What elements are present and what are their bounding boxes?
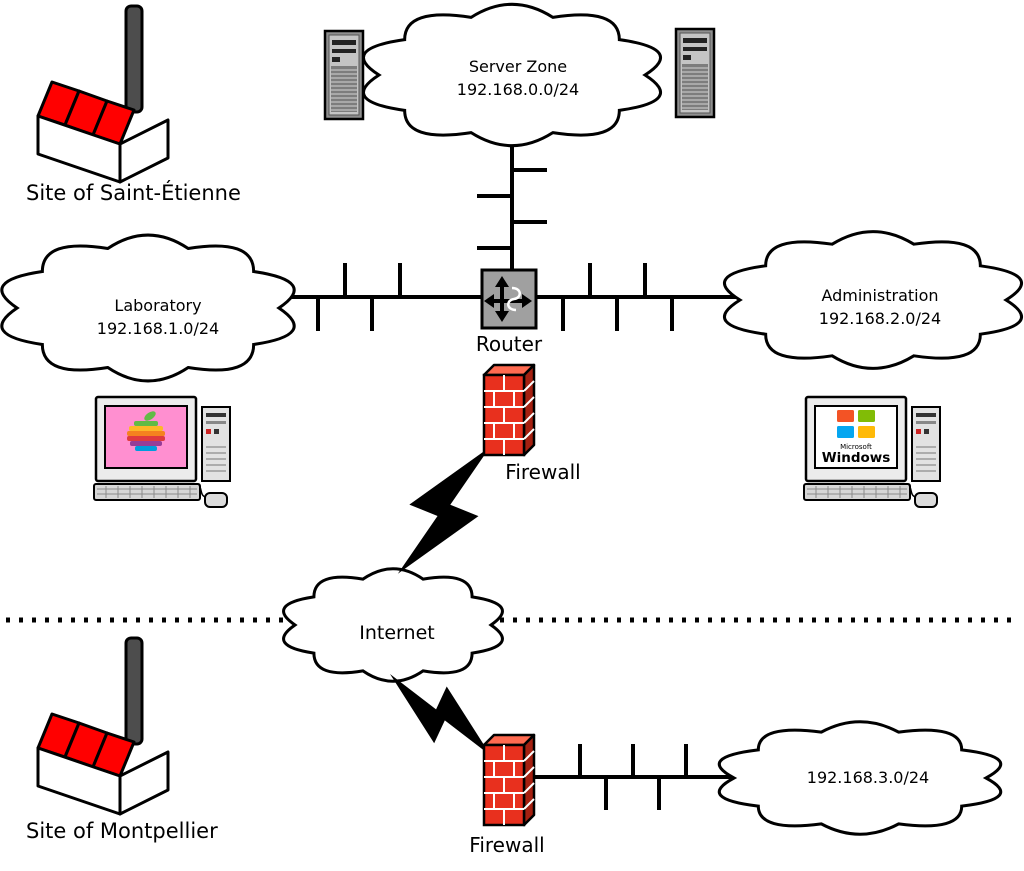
- montpellier-lan-cloud: 192.168.3.0/24: [717, 720, 1003, 836]
- firewall-montpellier-label: Firewall: [469, 833, 544, 857]
- windows-drive-slot: [916, 413, 936, 417]
- server-zone-link: [477, 134, 547, 273]
- windows-flag-icon: [837, 410, 875, 438]
- mac-drive-vents: [206, 446, 226, 472]
- server-zone-subnet: 192.168.0.0/24: [457, 80, 579, 99]
- laboratory-name: Laboratory: [114, 296, 201, 315]
- windows-drive-vents: [916, 446, 936, 472]
- administration-subnet: 192.168.2.0/24: [819, 309, 941, 328]
- administration-cloud: Administration 192.168.2.0/24: [723, 230, 1023, 370]
- montpellier-lan-subnet: 192.168.3.0/24: [807, 768, 929, 787]
- site-montpellier-label: Site of Montpellier: [26, 819, 218, 843]
- lightning-bolt-icon: [397, 447, 490, 574]
- internet-label: Internet: [359, 622, 434, 644]
- mac-drive-button: [206, 429, 211, 434]
- windows-drive-slot: [916, 421, 936, 424]
- mac-drive-slot: [206, 421, 226, 424]
- router: Router: [476, 268, 543, 356]
- windows-product-label: Windows: [822, 450, 891, 466]
- windows-mouse: [914, 492, 938, 508]
- firewall-main-label: Firewall: [505, 460, 580, 484]
- mac-drive-unit: [201, 406, 231, 482]
- windows-drive-unit: [911, 406, 941, 482]
- brick-wall-icon: [482, 733, 536, 827]
- server-tower-icon: [674, 27, 716, 119]
- windows-drive-button: [924, 429, 929, 434]
- windows-computer-icon: Microsoft Windows: [803, 395, 941, 508]
- mac-mouse: [204, 492, 228, 508]
- server-zone-cloud: Server Zone 192.168.0.0/24: [362, 2, 662, 148]
- windows-screen: [814, 405, 898, 469]
- montpellier-bus: [508, 744, 742, 810]
- mac-keyboard: [93, 483, 201, 501]
- mac-drive-button: [214, 429, 219, 434]
- router-label: Router: [476, 332, 543, 356]
- site-saint-etienne: Site of Saint-Étienne: [26, 4, 241, 205]
- server-tower-icon: [323, 29, 365, 121]
- windows-drive-button: [916, 429, 921, 434]
- windows-keyboard: [803, 483, 911, 501]
- site-montpellier: Site of Montpellier: [26, 636, 218, 843]
- router-arrows-icon: [484, 276, 532, 322]
- rainbow-apple-icon: [127, 411, 165, 451]
- mac-drive-slot: [206, 413, 226, 417]
- brick-wall-icon: [482, 363, 536, 457]
- administration-name: Administration: [821, 286, 938, 305]
- windows-vendor-label: Microsoft: [840, 443, 872, 451]
- site-saint-etienne-label: Site of Saint-Étienne: [26, 180, 241, 205]
- firewall-main: Firewall: [482, 363, 581, 484]
- internet-cloud: Internet: [282, 567, 504, 683]
- lightning-bolt-icon: [390, 674, 491, 756]
- mac-computer-icon: [93, 395, 231, 508]
- laboratory-subnet: 192.168.1.0/24: [97, 319, 219, 338]
- windows-keyboard-keys: [807, 486, 907, 498]
- mac-keyboard-keys: [97, 486, 197, 498]
- laboratory-cloud: Laboratory 192.168.1.0/24: [0, 233, 296, 383]
- server-zone-name: Server Zone: [469, 57, 567, 76]
- firewall-montpellier: Firewall: [469, 733, 545, 857]
